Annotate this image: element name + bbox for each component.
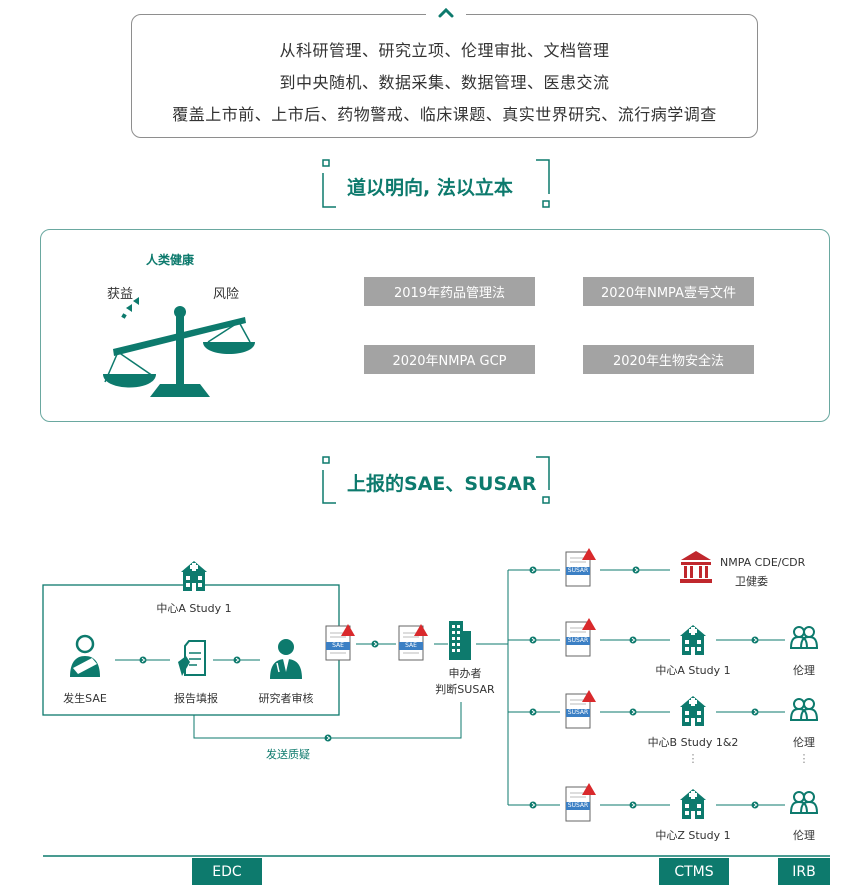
balance-scale-icon — [103, 297, 255, 397]
hospital-icon — [680, 625, 706, 655]
site-label: 中心A Study 1 — [655, 664, 731, 677]
ethics-label: 伦理 — [793, 664, 815, 677]
doc-tag-label: SUSAR — [567, 802, 589, 809]
distribution-tree — [476, 569, 785, 806]
section-title: 上报的SAE、SUSAR — [347, 473, 537, 495]
step-label: 研究者审核 — [258, 692, 314, 705]
site-label: 中心Z Study 1 — [655, 829, 731, 842]
ethics-committee-icon — [789, 791, 819, 814]
step-label: 报告填报 — [174, 692, 218, 705]
doc-tag-label: SUSAR — [567, 637, 589, 644]
chevron-up-icon[interactable] — [426, 3, 466, 25]
susar-document-icon — [565, 548, 596, 587]
sponsor-label: 申办者 — [448, 667, 482, 680]
regulation-panel — [40, 229, 830, 422]
regulation-tag: 2020年NMPA GCP — [364, 345, 535, 374]
arrow-dots — [529, 566, 759, 809]
hospital-icon — [181, 561, 207, 591]
intro-line: 到中央随机、数据采集、数据管理、医患交流 — [279, 73, 610, 92]
regulation-tag: 2019年药品管理法 — [364, 277, 535, 306]
sae-document-icon — [398, 624, 428, 661]
system-tag-edc: EDC — [192, 858, 262, 885]
risk-label: 风险 — [213, 287, 240, 302]
doc-tag-label: SAE — [332, 642, 344, 649]
ethics-committee-icon — [789, 626, 819, 649]
intro-line: 从科研管理、研究立项、伦理审批、文档管理 — [279, 41, 610, 60]
patient-icon — [70, 634, 100, 677]
ethics-label: 伦理 — [793, 829, 815, 842]
sae-document-icon — [325, 624, 355, 661]
hospital-icon — [680, 789, 706, 819]
regulation-tag: 2020年NMPA壹号文件 — [583, 277, 754, 306]
system-tag-ctms: CTMS — [659, 858, 729, 885]
title-bracket-1 — [322, 159, 550, 208]
hospital-icon — [680, 696, 706, 726]
intro-line: 覆盖上市前、上市后、药物警戒、临床课题、真实世界研究、流行病学调查 — [172, 105, 717, 124]
ellipsis: ⋮ — [687, 752, 699, 765]
ellipsis: ⋮ — [798, 752, 810, 765]
site-a-label: 中心A Study 1 — [156, 602, 232, 615]
sponsor-building-icon — [449, 621, 471, 660]
doc-tag-label: SUSAR — [567, 709, 589, 716]
doc-tag-label: SUSAR — [567, 567, 589, 574]
section-title: 道以明向, 法以立本 — [347, 177, 513, 199]
benefit-label: 获益 — [107, 287, 134, 302]
site-label: 中心B Study 1&2 — [647, 736, 739, 749]
title-bracket-2 — [322, 456, 550, 504]
collapse-toggle[interactable] — [426, 3, 466, 25]
system-tag-irb: IRB — [778, 858, 830, 885]
authority-label: 卫健委 — [735, 575, 768, 588]
regulation-tag: 2020年生物安全法 — [583, 345, 754, 374]
feedback-label: 发送质疑 — [266, 748, 310, 761]
report-form-icon — [178, 640, 206, 676]
feedback-loop — [193, 702, 462, 739]
susar-document-icon — [565, 690, 596, 729]
ethics-committee-icon — [789, 698, 819, 721]
government-building-icon — [680, 551, 712, 583]
authority-label: NMPA CDE/CDR — [720, 556, 806, 569]
sponsor-label: 判断SUSAR — [435, 683, 495, 696]
scale-top-label: 人类健康 — [146, 253, 195, 267]
susar-document-icon — [565, 618, 596, 657]
susar-document-icon — [565, 783, 596, 822]
doctor-icon — [270, 639, 302, 679]
ethics-label: 伦理 — [793, 736, 815, 749]
step-label: 发生SAE — [63, 692, 107, 705]
doc-tag-label: SAE — [405, 642, 417, 649]
